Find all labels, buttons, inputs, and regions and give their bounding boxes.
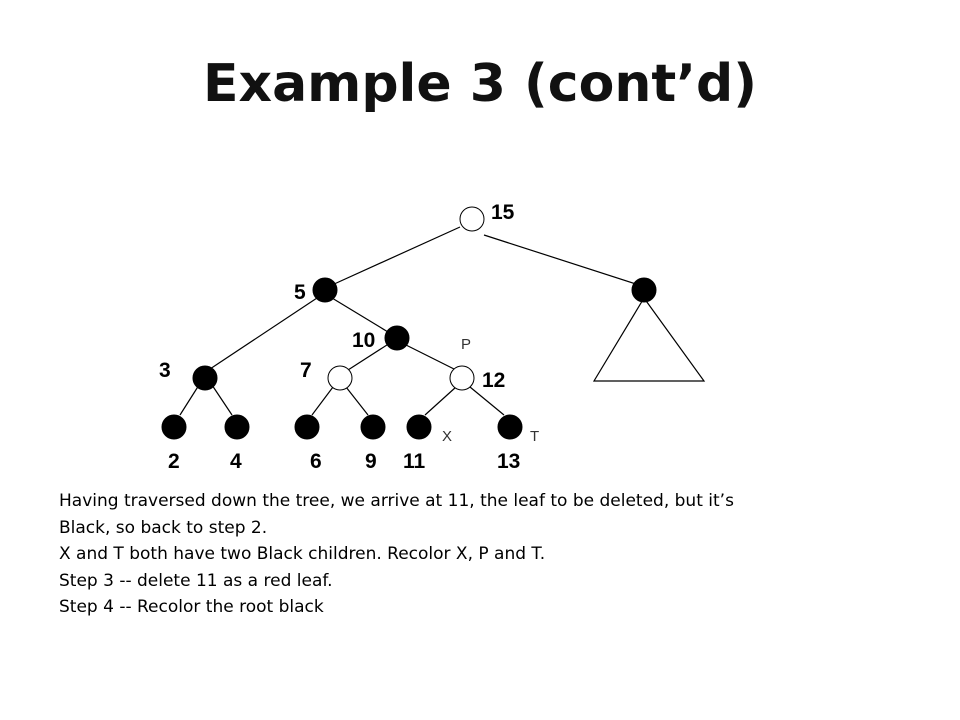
key-label-3: 3 (159, 359, 171, 382)
key-label-15: 15 (491, 201, 515, 224)
key-label-5: 5 (294, 281, 306, 304)
key-label-10: 10 (352, 329, 375, 352)
edge-5-10 (331, 297, 389, 333)
edge-12-11 (424, 386, 457, 416)
node-6 (294, 414, 320, 440)
key-label-7: 7 (300, 359, 312, 382)
edge-10-12 (401, 342, 457, 371)
key-label-13: 13 (497, 450, 520, 473)
node-3 (192, 365, 218, 391)
marker-x: X (442, 428, 452, 445)
node-13 (497, 414, 523, 440)
node-markers: P X T (442, 336, 539, 445)
edge-7-6 (311, 386, 334, 416)
body-line: X and T both have two Black children. Re… (59, 544, 546, 564)
node-7 (327, 365, 353, 391)
edge-10-7 (347, 342, 391, 371)
edge-7-9 (345, 386, 369, 416)
key-label-12: 12 (482, 369, 505, 392)
tree-edges (179, 226, 637, 416)
key-label-11: 11 (403, 450, 426, 473)
body-line: Having traversed down the tree, we arriv… (59, 491, 734, 511)
node-9 (360, 414, 386, 440)
marker-t: T (530, 428, 539, 445)
body-line: Step 4 -- Recolor the root black (59, 597, 324, 617)
edge-3-4 (211, 384, 233, 416)
body-line: Step 3 -- delete 11 as a red leaf. (59, 570, 333, 591)
key-label-4: 4 (230, 450, 242, 473)
node-10 (384, 325, 410, 351)
key-label-6: 6 (310, 450, 322, 473)
body-line: Black, so back to step 2. (59, 517, 268, 538)
node-4 (224, 414, 250, 440)
node-12 (449, 365, 475, 391)
key-label-9: 9 (365, 450, 377, 473)
node-5 (312, 277, 338, 303)
node-11 (406, 414, 432, 440)
marker-p: P (461, 336, 471, 353)
edge-5-3 (209, 297, 318, 370)
edge-15-right (483, 234, 637, 285)
slide-title: Example 3 (cont’d) (203, 54, 757, 114)
node-key-labels: 15 5 3 10 7 12 2 4 6 9 11 13 (159, 201, 520, 473)
edge-12-13 (469, 386, 505, 416)
key-label-2: 2 (168, 450, 180, 473)
tree-nodes (161, 206, 657, 440)
edge-3-2 (179, 384, 200, 416)
node-2 (161, 414, 187, 440)
edge-15-5 (331, 226, 461, 286)
right-subtree-triangle (592, 296, 706, 382)
node-right-child (631, 277, 657, 303)
slide-body-text: Having traversed down the tree, we arriv… (59, 488, 919, 621)
node-15 (459, 206, 485, 232)
